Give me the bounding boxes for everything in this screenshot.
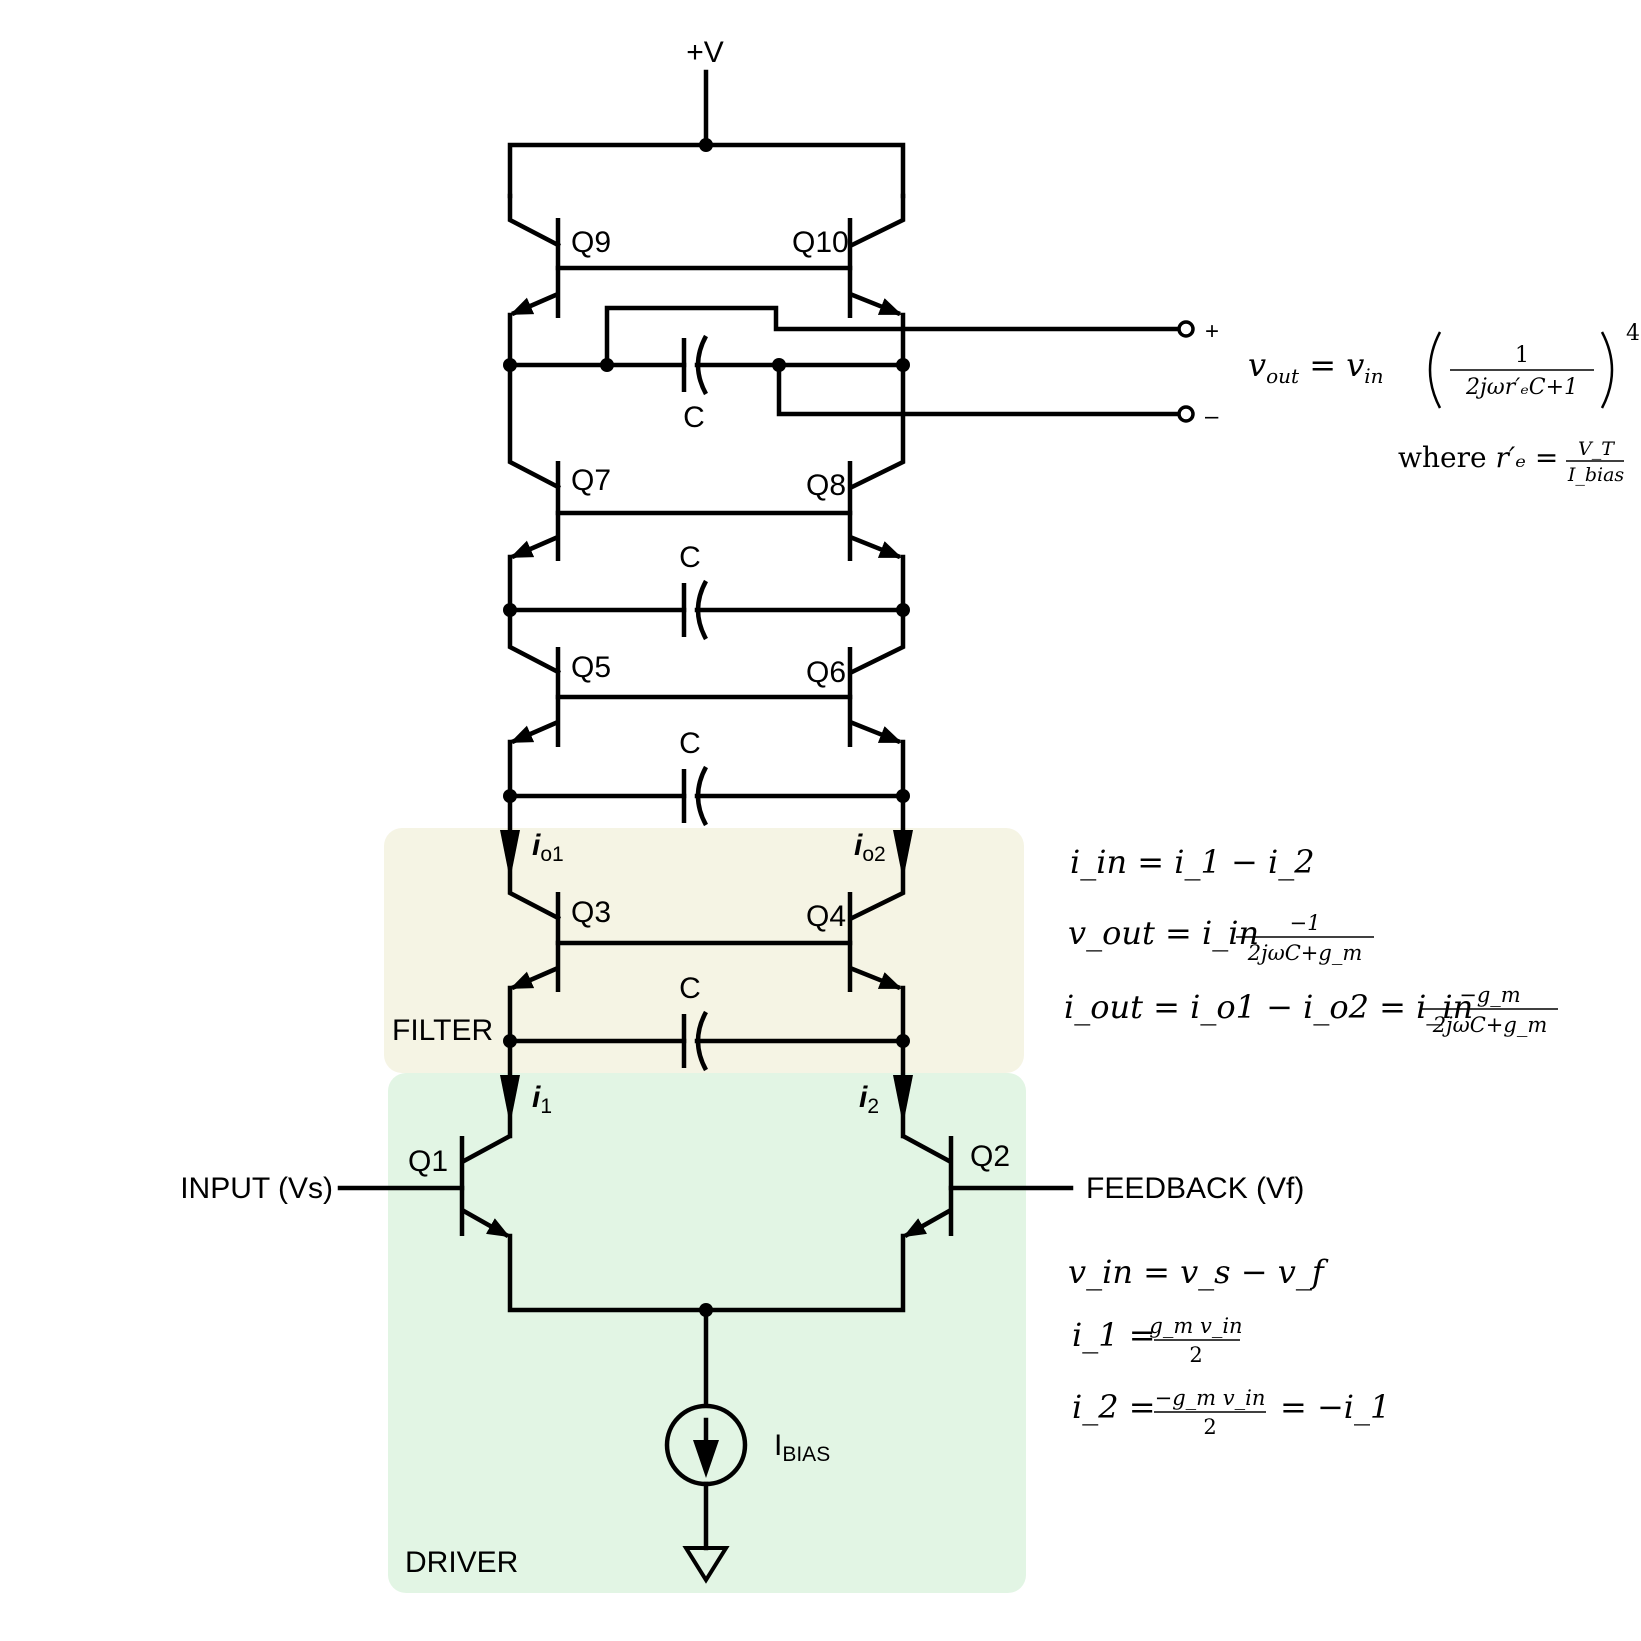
filter-region	[384, 828, 1024, 1073]
label-q4: Q4	[806, 900, 846, 933]
output-minus-label: –	[1205, 403, 1219, 430]
transistor-q2	[901, 1134, 1074, 1238]
equation-top-vout: vout = vin 1 2jωr′ₑC+1 4	[1248, 321, 1640, 409]
bias-current-source	[507, 1233, 906, 1584]
cap-label-2: C	[679, 541, 701, 574]
supply-label: +V	[686, 36, 724, 69]
stage-q7-q8	[507, 312, 906, 561]
current-arrow-io2	[893, 830, 913, 880]
svg-text:I_bias: I_bias	[1567, 464, 1625, 486]
label-q2: Q2	[970, 1140, 1010, 1173]
equation-filter-iout: i_out = i_o1 − i_o2 = i_in −g_m 2jωC+g_m	[1064, 983, 1558, 1037]
label-i1: i1	[532, 1081, 552, 1118]
label-io2: io2	[854, 829, 886, 866]
label-q9: Q9	[571, 226, 611, 259]
cap-label-3: C	[679, 727, 701, 760]
output-plus-label: +	[1205, 318, 1219, 345]
label-i2: i2	[859, 1081, 879, 1118]
svg-text:2jωC+g_m: 2jωC+g_m	[1247, 941, 1363, 965]
equation-driver-i2: i_2 = −g_m v_in 2 = −i_1	[1072, 1386, 1390, 1439]
label-q8: Q8	[806, 469, 846, 502]
input-label: INPUT (Vs)	[180, 1172, 333, 1205]
svg-text:g_m v_in: g_m v_in	[1149, 1314, 1242, 1338]
driver-label: DRIVER	[405, 1546, 518, 1579]
driver-legs	[500, 985, 913, 1139]
svg-text:2: 2	[1203, 1415, 1216, 1439]
svg-text:2jωr′ₑC+1: 2jωr′ₑC+1	[1465, 375, 1578, 400]
label-io1: io1	[532, 829, 564, 866]
equation-driver-vin: v_in = v_s − v_f	[1068, 1253, 1329, 1291]
label-q3: Q3	[571, 896, 611, 929]
svg-text:i_in = i_1 − i_2: i_in = i_1 − i_2	[1070, 843, 1315, 881]
svg-text:−1: −1	[1290, 911, 1321, 935]
cap-label-1: C	[683, 401, 705, 434]
stage-q5-q6	[507, 554, 906, 747]
label-q5: Q5	[571, 651, 611, 684]
capacitor-2	[503, 579, 910, 641]
equation-driver-i1: i_1 = g_m v_in 2	[1072, 1314, 1243, 1367]
capacitor-4	[503, 1010, 910, 1072]
equation-top-where: where r′ₑ = V_T I_bias	[1398, 438, 1624, 486]
svg-text:i_out = i_o1 − i_o2 = i_in: i_out = i_o1 − i_o2 = i_in	[1064, 988, 1473, 1026]
filter-label: FILTER	[392, 1014, 493, 1047]
svg-text:V_T: V_T	[1578, 438, 1615, 460]
label-q7: Q7	[571, 464, 611, 497]
svg-text:4: 4	[1626, 321, 1640, 346]
svg-text:vout = vin: vout = vin	[1248, 346, 1384, 388]
svg-text:where r′ₑ =: where r′ₑ =	[1398, 441, 1558, 474]
current-arrow-io1	[500, 830, 520, 880]
svg-text:2: 2	[1189, 1343, 1202, 1367]
cap-label-4: C	[679, 972, 701, 1005]
svg-text:= −i_1: = −i_1	[1280, 1388, 1390, 1426]
svg-text:1: 1	[1515, 343, 1529, 368]
output-wiring	[604, 305, 1195, 423]
equation-filter-vout: v_out = i_in −1 2jωC+g_m	[1068, 911, 1374, 965]
label-q10: Q10	[792, 226, 849, 259]
equation-filter-iin: i_in = i_1 − i_2	[1070, 843, 1315, 881]
ground-icon	[682, 1546, 730, 1584]
label-ibias: IBIAS	[774, 1429, 830, 1466]
transistor-q1	[337, 1134, 512, 1238]
capacitor-1	[503, 334, 910, 396]
svg-text:v_in = v_s − v_f: v_in = v_s − v_f	[1068, 1253, 1329, 1291]
svg-text:2jωC+g_m: 2jωC+g_m	[1432, 1013, 1548, 1037]
label-q1: Q1	[408, 1145, 448, 1178]
label-q6: Q6	[806, 656, 846, 689]
supply-rail	[507, 69, 906, 199]
capacitor-3	[503, 765, 910, 827]
svg-text:−g_m: −g_m	[1459, 983, 1520, 1007]
svg-text:i_2 =: i_2 =	[1072, 1388, 1156, 1426]
svg-text:i_1 =: i_1 =	[1072, 1316, 1156, 1354]
svg-text:v_out = i_in: v_out = i_in	[1068, 914, 1259, 952]
stage-q9-q10	[507, 193, 906, 318]
feedback-label: FEEDBACK (Vf)	[1086, 1172, 1304, 1205]
svg-text:−g_m v_in: −g_m v_in	[1155, 1386, 1266, 1410]
